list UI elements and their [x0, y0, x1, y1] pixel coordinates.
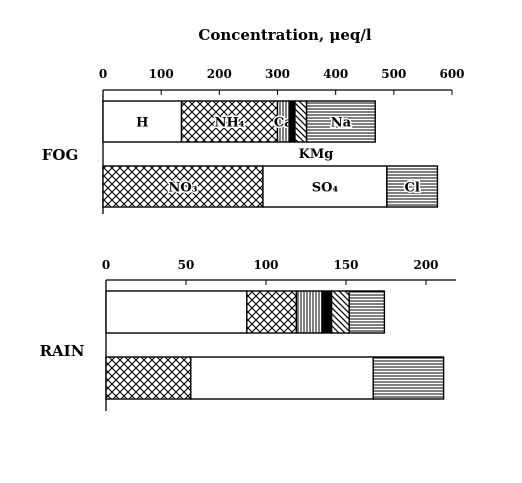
segment-label-cl: Cl [405, 181, 420, 196]
x-tick-label: 200 [207, 67, 232, 81]
annotation-kmg: KMg [299, 147, 334, 162]
segment-label-no3: NO₃ [169, 181, 198, 196]
segment-label-nh4: NH₄ [215, 116, 245, 131]
x-tick-label: 100 [253, 258, 278, 272]
x-tick-label: 150 [333, 258, 358, 272]
bar-segment-h [105, 290, 248, 334]
bar-segment-mg [294, 100, 308, 143]
bar-segment-no3 [105, 356, 192, 400]
bar-segment-na [305, 100, 376, 143]
panel-label: RAIN [40, 342, 85, 360]
bar-segment-k [321, 290, 333, 334]
x-tick-label: 200 [413, 258, 438, 272]
x-tick-label: 300 [265, 67, 290, 81]
chart-title: Concentration, μeq/l [198, 26, 371, 44]
bar-segment-na [348, 290, 386, 334]
bar-segment-cl [372, 356, 445, 400]
bar-segment-so4 [190, 356, 374, 400]
segment-label-h: H [136, 116, 148, 131]
x-tick-label: 400 [323, 67, 348, 81]
bar-segment-nh4 [246, 290, 298, 334]
x-tick-label: 600 [439, 67, 464, 81]
x-tick-label: 0 [99, 67, 107, 81]
segment-label-na: Na [331, 116, 352, 131]
bar-segment-k [288, 100, 296, 143]
x-tick-label: 500 [381, 67, 406, 81]
segment-label-so4: SO₄ [312, 181, 339, 196]
bar-segment-mg [330, 290, 350, 334]
x-tick-label: 100 [149, 67, 174, 81]
bar-segment-cl [386, 165, 439, 208]
x-tick-label: 0 [102, 258, 110, 272]
x-tick-label: 50 [178, 258, 195, 272]
panel-label: FOG [42, 146, 79, 164]
bar-segment-nh4 [180, 100, 279, 143]
bar-segment-ca [295, 290, 323, 334]
